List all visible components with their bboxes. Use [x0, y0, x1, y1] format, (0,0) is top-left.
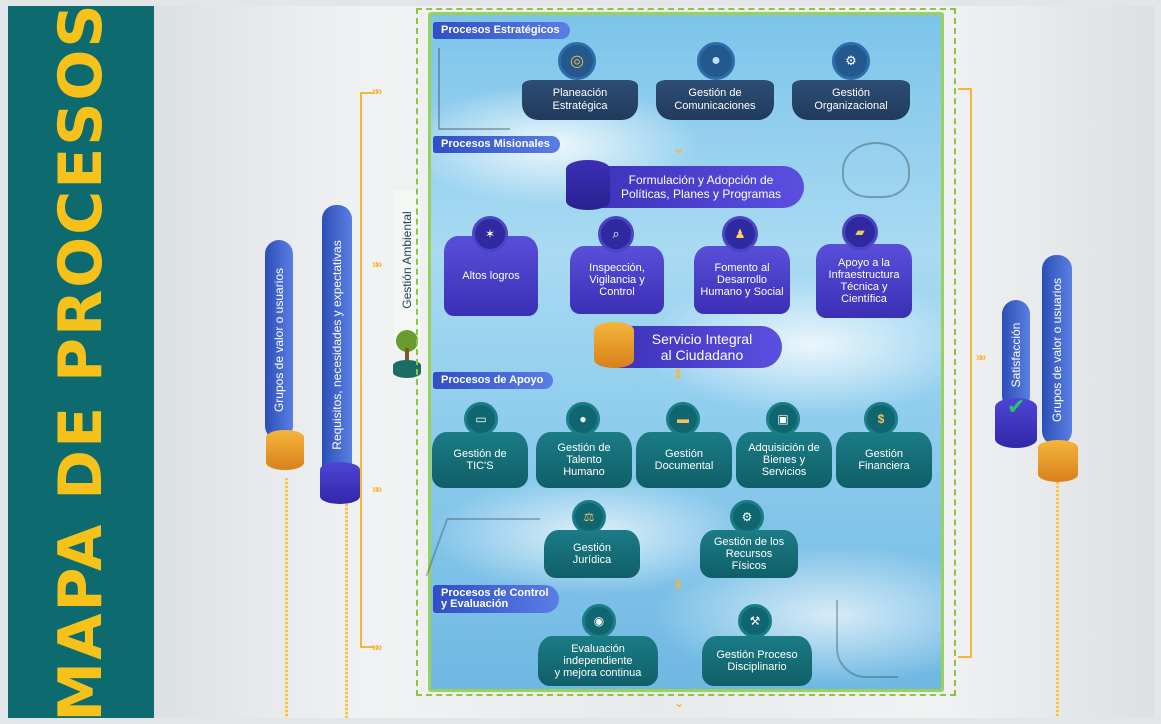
- tree-icon: [393, 330, 421, 380]
- arrow-icon: »»: [372, 257, 383, 271]
- soccer-player-icon: [836, 600, 898, 678]
- arrow-icon: »»: [976, 350, 987, 364]
- people-icon: ♟: [722, 216, 758, 252]
- book-icon: [566, 160, 610, 210]
- updown-arrow-icon: ⇕: [672, 576, 684, 592]
- ambiental-label: Gestión Ambiental: [400, 211, 414, 309]
- process-frame: [416, 8, 956, 696]
- grupos-bar-left: Grupos de valor o usuarios: [265, 240, 293, 440]
- field-icon: ▰: [842, 214, 878, 250]
- grupos-label-right: Grupos de valor o usuarios: [1050, 277, 1064, 423]
- users-cylinder-icon: [1038, 440, 1078, 482]
- arrow-icon: »»: [372, 640, 383, 654]
- document-cylinder-icon: [320, 462, 360, 504]
- folder-icon: ▬: [666, 402, 700, 436]
- left-bracket: [360, 92, 374, 648]
- gears-icon: ⚙: [730, 500, 764, 534]
- money-icon: $: [864, 402, 898, 436]
- satisfaccion-bar: Satisfacción: [1002, 300, 1030, 410]
- magnifier-icon: ⌕: [598, 216, 634, 252]
- requisitos-label: Requisitos, necesidades y expectativas: [330, 240, 344, 450]
- grupos-bar-right: Grupos de valor o usuarios: [1042, 255, 1072, 445]
- left-rope: [285, 478, 288, 718]
- ambiental-bar: Gestión Ambiental: [394, 190, 420, 350]
- box-icon: ▣: [766, 402, 800, 436]
- gavel-icon: ⚒: [738, 604, 772, 638]
- cyclist-icon: [842, 142, 910, 198]
- person-icon: ●: [566, 402, 600, 436]
- down-arrow-icon: ⌄: [674, 696, 685, 710]
- arrow-icon: »»: [372, 482, 383, 496]
- down-arrow-icon: ⌄: [672, 140, 686, 157]
- section-estrategicos: Procesos Estratégicos: [433, 22, 570, 39]
- proc-altos-logros: Altos logros: [444, 236, 538, 316]
- athlete-icon: ✶: [472, 216, 508, 252]
- monitor-icon: ▭: [464, 402, 498, 436]
- users-cylinder-icon: [266, 430, 304, 470]
- gear-people-icon: ⚙: [832, 42, 870, 80]
- chat-icon: ●: [697, 42, 735, 80]
- right-bracket: [958, 88, 972, 658]
- satisfaccion-label: Satisfacción: [1009, 322, 1023, 388]
- scales-icon: ⚖: [572, 500, 606, 534]
- check-cylinder-icon: ✔: [995, 394, 1037, 448]
- requisitos-bar: Requisitos, necesidades y expectativas: [322, 205, 352, 485]
- grupos-label-left: Grupos de valor o usuarios: [272, 267, 286, 413]
- right-rope: [1056, 470, 1059, 718]
- page-title: MAPA DE PROCESOS: [46, 2, 116, 722]
- eye-check-icon: ◉: [582, 604, 616, 638]
- citizen-icon: [594, 322, 634, 368]
- desk-person-icon: [438, 48, 510, 130]
- title-sidebar: MAPA DE PROCESOS: [8, 2, 154, 722]
- section-misionales: Procesos Misionales: [433, 136, 560, 153]
- compass-icon: ◎: [558, 42, 596, 80]
- left-rope-2: [345, 500, 348, 718]
- section-apoyo: Procesos de Apoyo: [433, 372, 554, 389]
- arrow-icon: »»: [372, 84, 383, 98]
- updown-arrow-icon: ⇕: [672, 366, 684, 382]
